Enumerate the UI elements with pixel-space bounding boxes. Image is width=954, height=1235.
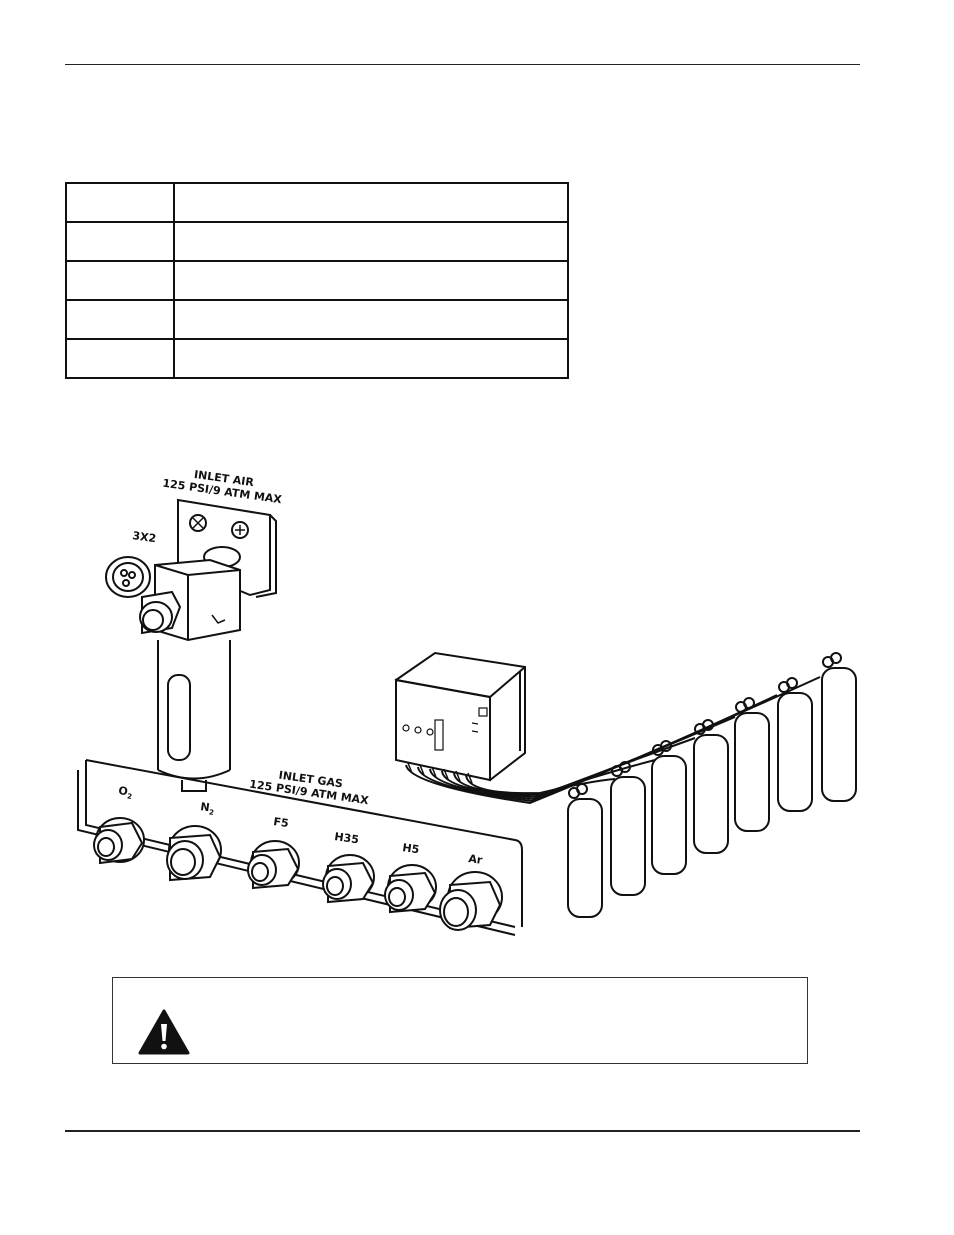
screw-icon: [189, 514, 207, 532]
gas-cylinder: [610, 761, 646, 896]
table-cell: [65, 338, 175, 379]
ar-port-label: Ar: [468, 852, 484, 867]
screw-icon: [231, 521, 249, 539]
table-cell: [173, 182, 569, 223]
o2-port-label: O2: [117, 784, 133, 801]
table-row: [65, 182, 569, 223]
gas-cylinder: [567, 783, 603, 918]
n2-port-fitting: [166, 825, 222, 882]
table-cell: [173, 221, 569, 262]
footer-rule: [65, 1130, 860, 1132]
gas-cylinder: [734, 697, 770, 832]
port-3x2-fitting: [105, 556, 151, 598]
gas-connection-diagram: INLET AIR 125 PSI/9 ATM MAX 3X2 INLET GA…: [77, 468, 857, 936]
spec-table: [65, 182, 569, 379]
gas-cylinder: [821, 652, 857, 802]
h5-port-label: H5: [402, 841, 421, 856]
f5-port-label: F5: [273, 815, 290, 830]
gas-cylinder: [777, 677, 813, 812]
table-cell: [65, 221, 175, 262]
f5-port-fitting: [247, 840, 300, 890]
n2-port-label: N2: [199, 800, 215, 817]
o2-port-fitting: [93, 817, 145, 865]
header-rule: [65, 64, 860, 65]
table-cell: [173, 299, 569, 340]
gas-console-box: [394, 651, 526, 784]
table-row: [65, 221, 569, 262]
ar-port-fitting: [439, 871, 503, 931]
gas-cylinder: [651, 740, 687, 875]
h35-port-fitting: [322, 854, 375, 904]
table-cell: [65, 182, 175, 223]
h35-port-label: H35: [334, 830, 360, 846]
warning-triangle-icon: [138, 1009, 190, 1055]
gas-cylinder: [693, 719, 729, 854]
inlet-gas-panel: [77, 759, 523, 936]
h5-port-fitting: [384, 864, 437, 914]
table-row: [65, 299, 569, 340]
table-cell: [65, 260, 175, 301]
table-cell: [173, 260, 569, 301]
port-3x2-label: 3X2: [132, 529, 157, 545]
table-cell: [65, 299, 175, 340]
warning-box: [112, 977, 808, 1064]
table-row: [65, 260, 569, 301]
air-filter-regulator: [139, 546, 241, 792]
table-cell: [173, 338, 569, 379]
table-row: [65, 338, 569, 379]
